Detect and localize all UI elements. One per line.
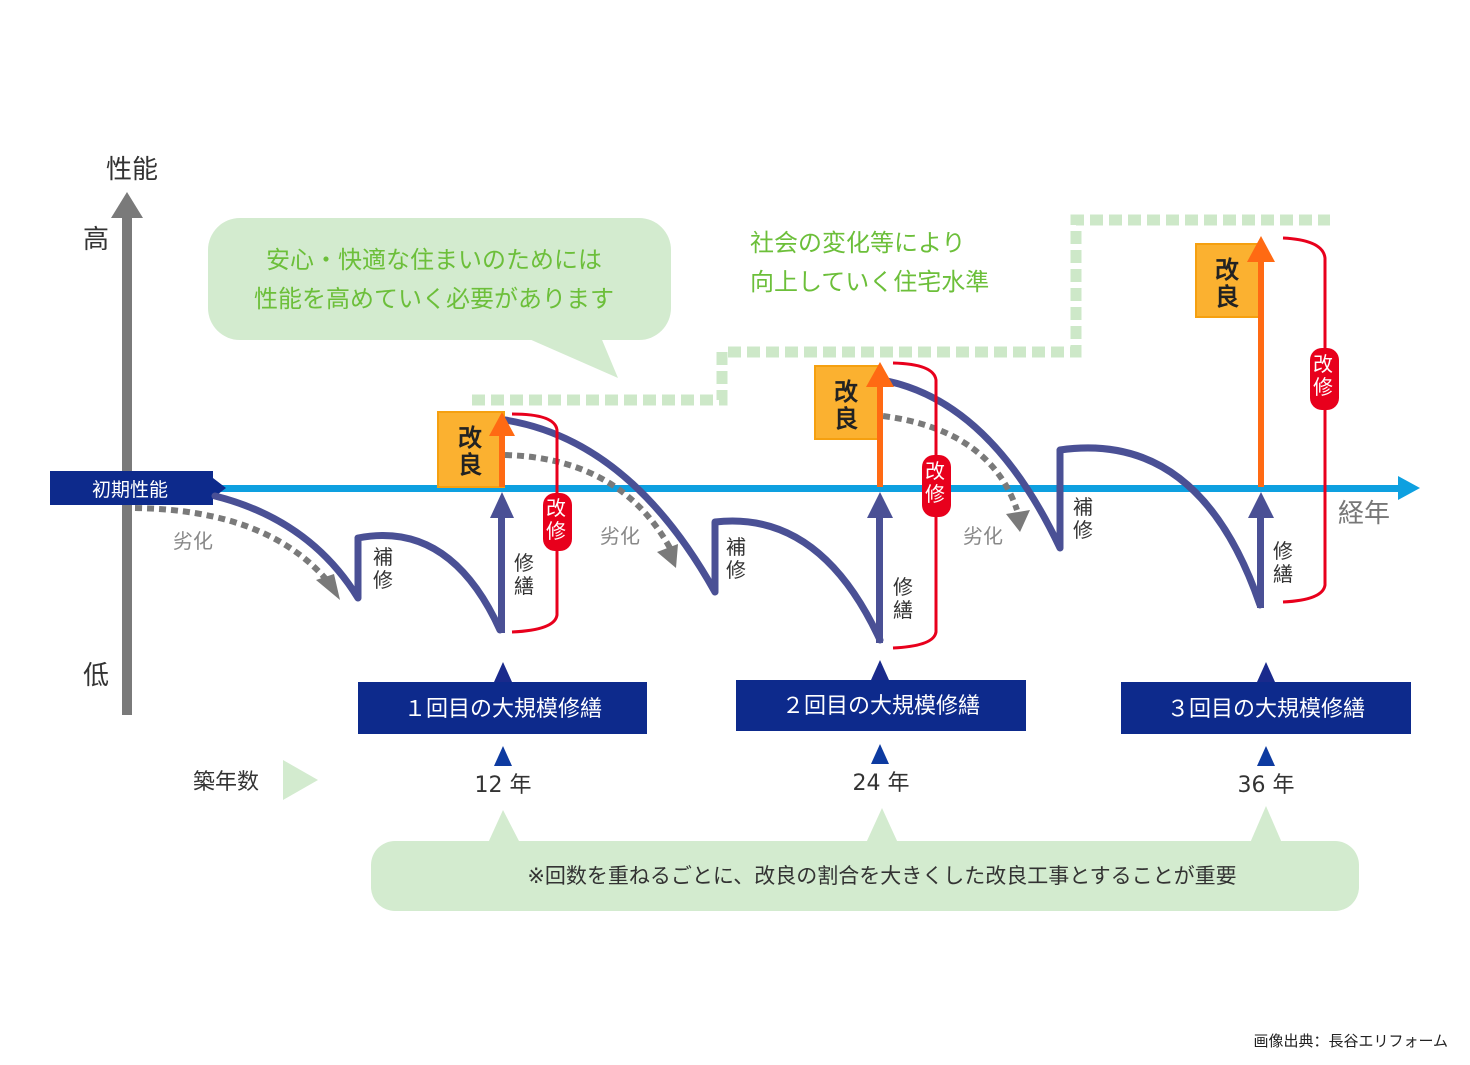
improvement-arrow-1 — [489, 412, 515, 487]
y-axis-arrow-icon — [111, 192, 143, 218]
standard-text-line1: 社会の変化等により — [750, 229, 966, 257]
improvement-text: 改良 — [458, 424, 482, 479]
top-speech-bubble: 安心・快適な住まいのためには 性能を高めていく必要があります — [208, 218, 671, 378]
renovation-label: 改修 — [925, 459, 945, 506]
deterioration-label: 劣化 — [963, 524, 1003, 548]
renovation-badge-1 — [543, 493, 572, 551]
patch-repair-label: 補修 — [1073, 495, 1093, 542]
initial-performance-text: 初期性能 — [92, 479, 168, 501]
repair-arrow-1 — [490, 492, 514, 633]
milestone-year: 24 年 — [853, 771, 910, 796]
renovation-label: 改修 — [1313, 352, 1333, 399]
building-age-arrow-icon — [283, 760, 318, 800]
bubble-text-line2: 性能を高めていく必要があります — [254, 285, 614, 313]
improvement-box-3 — [1195, 243, 1260, 318]
y-axis — [111, 192, 143, 715]
milestone-title: ２回目の大規模修繕 — [782, 694, 980, 719]
y-axis-high-label: 高 — [83, 225, 109, 255]
bubble-text-line1: 安心・快適な住まいのためには — [266, 246, 602, 274]
milestone-title: １回目の大規模修繕 — [404, 697, 602, 722]
x-axis-title: 経年 — [1338, 499, 1390, 529]
deterioration-arrow-1 — [134, 505, 333, 586]
deterioration-label: 劣化 — [173, 529, 213, 553]
deterioration-arrowhead-icon — [316, 574, 340, 600]
bottom-note-text: ※回数を重ねるごとに、改良の割合を大きくした改良工事とすることが重要 — [527, 864, 1236, 888]
renovation-badge-2 — [922, 455, 951, 517]
renovation-badge-3 — [1310, 348, 1339, 410]
improvement-text: 改良 — [1215, 256, 1239, 311]
deterioration-arrowhead-icon — [1006, 510, 1030, 532]
patch-repair-label: 補修 — [373, 545, 393, 592]
repair-arrow-3 — [1248, 492, 1274, 608]
timeline-arrow-icon — [1398, 476, 1420, 500]
renovation-label: 改修 — [546, 496, 566, 543]
building-age-label: 築年数 — [193, 770, 259, 795]
milestone-year: 12 年 — [475, 773, 532, 798]
milestone-title: ３回目の大規模修繕 — [1167, 697, 1365, 722]
improvement-text: 改良 — [834, 378, 858, 433]
bottom-note-bubble: ※回数を重ねるごとに、改良の割合を大きくした改良工事とすることが重要 — [371, 806, 1359, 911]
timeline-axis — [215, 476, 1420, 500]
improvement-box-2 — [814, 365, 879, 440]
repair-label: 修繕 — [1273, 539, 1293, 586]
y-axis-low-label: 低 — [83, 661, 109, 691]
repair-label: 修繕 — [893, 575, 913, 622]
improvement-arrow-2 — [866, 362, 894, 487]
y-axis-title: 性能 — [106, 155, 158, 185]
repair-arrow-2 — [867, 492, 893, 643]
repair-label: 修繕 — [514, 551, 534, 598]
deterioration-arrowhead-icon — [657, 544, 678, 568]
improvement-arrow-3 — [1247, 236, 1275, 487]
milestone-3: ３回目の大規模修繕 36 年 — [1121, 662, 1411, 798]
milestone-year: 36 年 — [1238, 773, 1295, 798]
milestone-1: １回目の大規模修繕 12 年 — [358, 662, 647, 798]
milestone-2: ２回目の大規模修繕 24 年 — [736, 660, 1026, 796]
housing-standard-line — [472, 214, 1330, 406]
deterioration-arrow-3 — [882, 413, 1020, 511]
initial-performance-label: 初期性能 — [50, 471, 226, 505]
standard-text-line2: 向上していく住宅水準 — [750, 268, 989, 296]
deterioration-arrow-2 — [504, 452, 673, 550]
renovation-bracket-3 — [1282, 236, 1327, 604]
image-credit: 画像出典：長谷エリフォーム — [1253, 1032, 1448, 1050]
performance-curve — [211, 376, 1264, 644]
patch-repair-label: 補修 — [726, 535, 746, 582]
deterioration-label: 劣化 — [600, 524, 640, 548]
